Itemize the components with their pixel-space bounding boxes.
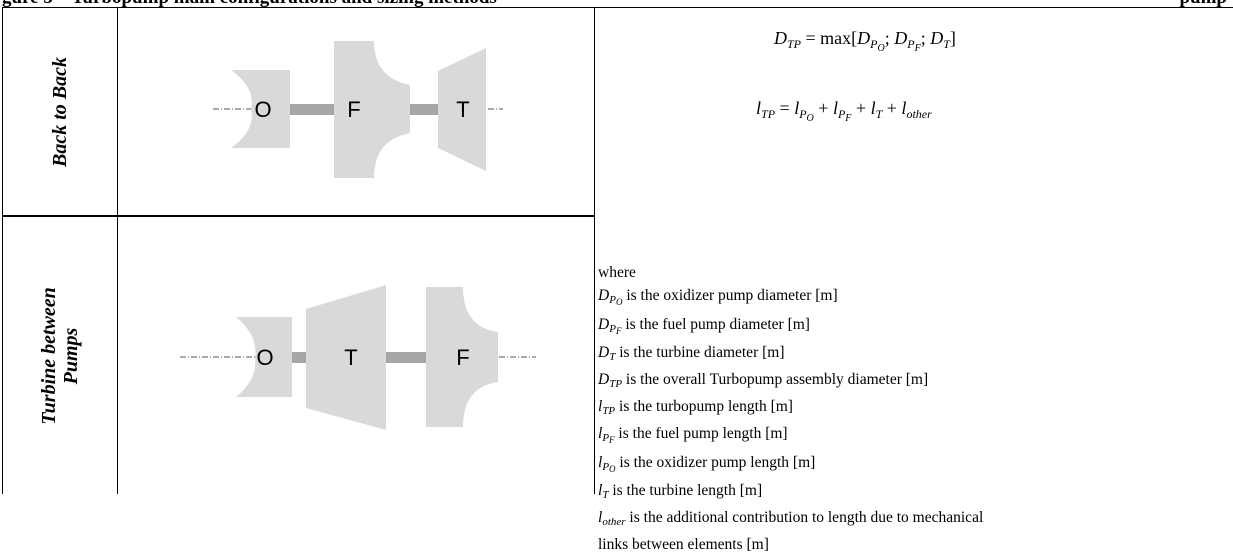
oxidizer-pump-shape [236,317,292,397]
table-top-border [2,7,1233,8]
definition-item: DT is the turbine diameter [m] [598,342,983,369]
table-row-divider [2,215,595,217]
definition-text: is the overall Turbopump assembly diamet… [622,371,929,389]
diagram-back-to-back: O F T [118,8,594,215]
definition-item: lPO is the oxidizer pump length [m] [598,452,983,481]
definition-continuation: links between elements [m] [598,535,769,553]
definition-symbol: lPO [598,453,616,474]
definition-symbol: lT [598,482,609,502]
definition-symbol: DTP [598,371,623,391]
length-formula: lTP = lPO + lPF + lT + lother [756,98,932,124]
shaft-segment [410,104,438,115]
definition-item: lother is the additional contribution to… [598,507,983,534]
definition-text: is the turbopump length [m] [615,397,793,415]
shaft-segment [292,352,306,363]
diameter-formula: DTP = max[DPO; DPF; DT] [774,28,956,54]
definition-symbol: lPF [598,424,615,445]
shaft-segment [290,104,334,115]
diagram-turbine-between-pumps: O T F [118,217,594,494]
component-label: O [254,97,271,122]
definition-symbol: DT [598,344,616,364]
component-label: T [344,345,357,370]
table-left-border [2,7,3,494]
definition-text: is the oxidizer pump length [m] [615,453,816,471]
definition-text: is the fuel pump length [m] [614,424,788,442]
component-label: T [456,97,469,122]
oxidizer-pump-shape [231,70,290,148]
shaft-segment [386,352,426,363]
table-column-divider-2 [594,7,595,494]
definition-item: lPF is the fuel pump length [m] [598,423,983,452]
caption-left: gure 5 – Turbopump main configurations a… [2,0,497,9]
component-label: F [456,345,469,370]
component-label: F [347,97,360,122]
caption-right: pump [1179,0,1227,9]
row-label-back-to-back: Back to Back [49,56,71,167]
definition-symbol: lTP [598,397,616,417]
definition-symbol: DPF [598,315,622,336]
definition-item: DTP is the overall Turbopump assembly di… [598,369,983,396]
fuel-pump-shape [426,287,498,427]
definition-symbol: DPO [598,286,623,307]
definition-text: is the turbine diameter [m] [615,344,785,362]
definition-item: DPO is the oxidizer pump diameter [m] [598,285,983,314]
turbine-shape [306,285,386,430]
component-label: O [256,345,273,370]
turbine-shape [438,48,486,171]
fuel-pump-shape [334,41,410,178]
definitions-block: where DPO is the oxidizer pump diameter … [598,262,983,557]
figure-caption: gure 5 – Turbopump main configurations a… [0,0,1233,9]
where-label: where [598,264,636,281]
definition-text: is the additional contribution to length… [625,509,984,527]
definition-text: is the turbine length [m] [608,482,763,500]
definition-item: DPF is the fuel pump diameter [m] [598,314,983,343]
definition-item: lTP is the turbopump length [m] [598,396,983,423]
definition-symbol: lother [598,509,626,529]
definition-text: is the fuel pump diameter [m] [621,315,810,333]
table-column-divider-1 [117,7,118,494]
definition-text: is the oxidizer pump diameter [m] [622,286,838,304]
